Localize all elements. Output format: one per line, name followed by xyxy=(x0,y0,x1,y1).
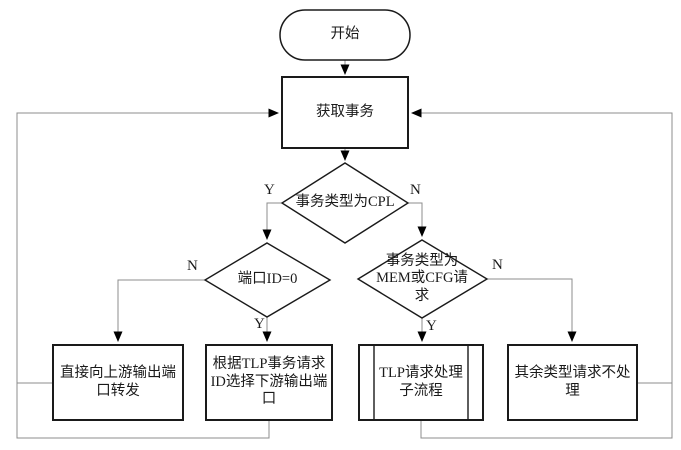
decision-memcfg-diamond xyxy=(356,239,489,319)
connector-left-feedback xyxy=(16,108,279,439)
connector-cpl-yes xyxy=(262,202,282,240)
decision-port-diamond xyxy=(203,242,332,318)
select-downstream-box xyxy=(205,344,333,421)
connector-memcfg-no xyxy=(487,278,577,342)
connector-cpl-no xyxy=(408,202,427,237)
connector-port-no xyxy=(113,279,205,342)
tlp-subprocess-box xyxy=(358,344,484,421)
no-process-box xyxy=(507,344,638,421)
forward-upstream-box xyxy=(52,344,184,421)
decision-cpl-diamond xyxy=(280,162,410,244)
connector-right-feedback xyxy=(411,108,673,439)
start-terminator xyxy=(279,9,411,61)
get-transaction-box xyxy=(281,76,409,149)
